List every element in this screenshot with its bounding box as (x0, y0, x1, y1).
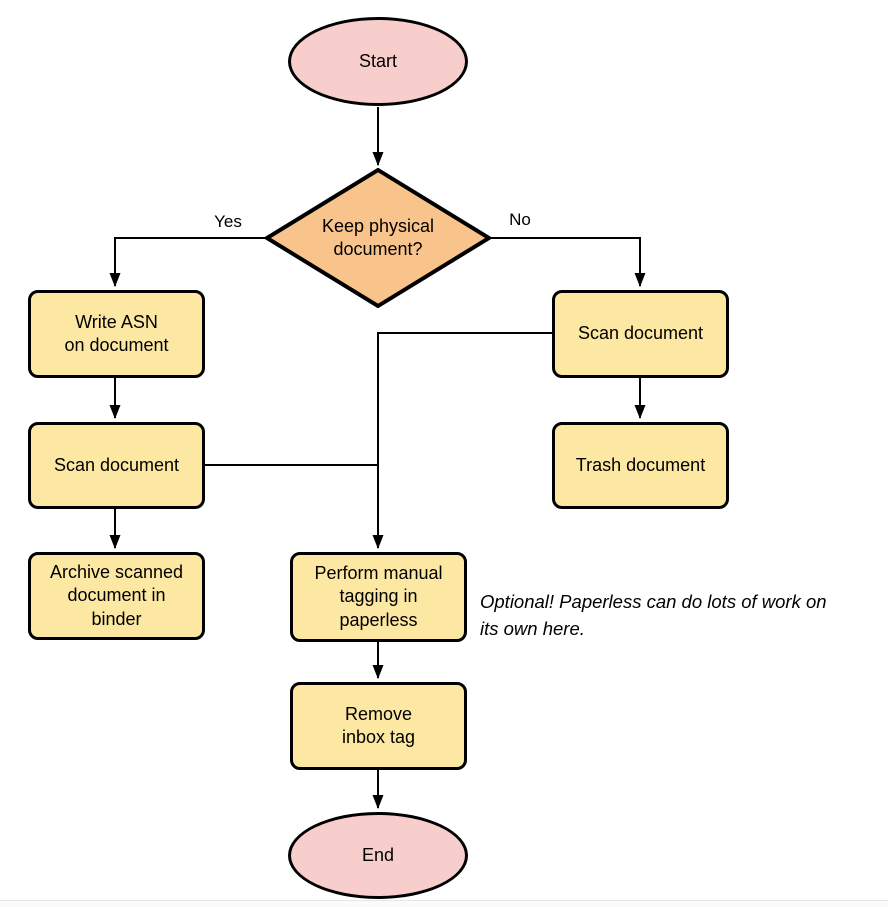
node-manual-tagging: Perform manual tagging in paperless (290, 552, 467, 642)
node-trash-document: Trash document (552, 422, 729, 509)
node-decision: Keep physical document? (265, 168, 491, 308)
edge-scan-right-tagging (372, 332, 552, 549)
node-scan-document-right-label: Scan document (577, 323, 704, 344)
edge-decision-scan-right (490, 237, 646, 287)
node-archive-binder-label: Archive scanned document in binder (49, 561, 184, 629)
node-end: End (288, 812, 468, 899)
node-archive-binder: Archive scanned document in binder (28, 552, 205, 640)
node-trash-document-label: Trash document (575, 454, 706, 475)
page-bottom-divider (0, 900, 888, 907)
node-end-label: End (361, 844, 395, 865)
node-manual-tagging-label: Perform manual tagging in paperless (314, 562, 443, 630)
edge-label-no: No (509, 210, 531, 229)
node-start-label: Start (358, 50, 397, 71)
node-scan-document-left-label: Scan document (53, 454, 180, 475)
node-scan-document-right: Scan document (552, 290, 729, 378)
node-remove-inbox-tag-label: Remove inbox tag (341, 703, 416, 747)
node-scan-document-left: Scan document (28, 422, 205, 509)
node-decision-label: Keep physical document? (321, 215, 435, 259)
node-remove-inbox-tag: Remove inbox tag (290, 682, 467, 770)
node-write-asn-label: Write ASN on document (64, 311, 169, 355)
node-write-asn: Write ASN on document (28, 290, 205, 378)
annotation-optional-note: Optional! Paperless can do lots of work … (480, 591, 827, 639)
edge-decision-write-asn (109, 237, 265, 287)
decision-diamond-shape (265, 168, 491, 308)
node-start: Start (288, 17, 468, 106)
edge-label-yes: Yes (214, 212, 242, 231)
